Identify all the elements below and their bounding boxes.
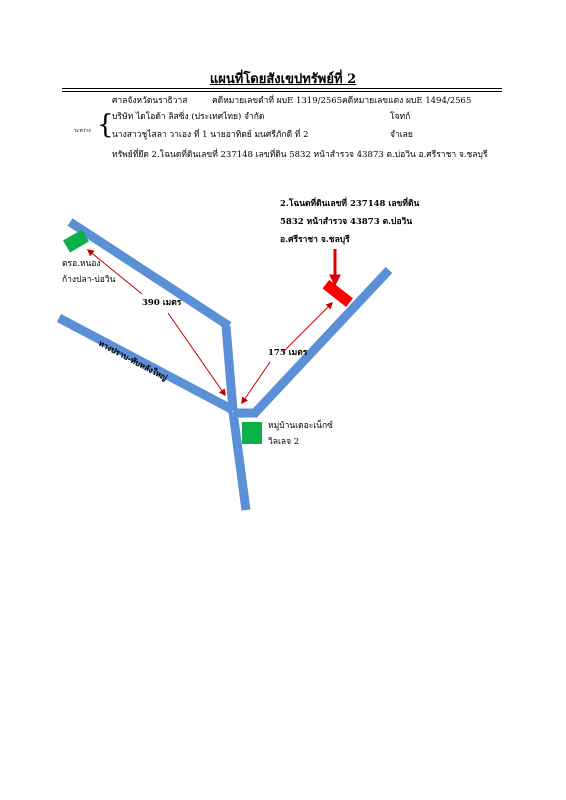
black-case-number: คดีหมายเลขดำที่ ผบE 1319/2565: [212, 96, 343, 106]
distance-1-arrow-segment-a: [86, 249, 143, 295]
seized-property: ทรัพย์ที่ยึด 2.โฉนดที่ดินเลขที่ 237148 เ…: [112, 150, 488, 160]
landmark-1-label-line-1: ตรอ.หนอง: [62, 259, 101, 269]
plaintiff-name: บริษัท ไดโอด้า ลิสซิ่ง (ประเทศไทย) จำกัด: [112, 112, 265, 122]
court-name: ศาลจังหวัดนราธิวาส: [112, 96, 188, 106]
road-northwest: [67, 218, 232, 330]
roads: [56, 218, 393, 511]
party-brace: {: [97, 110, 114, 140]
target-label-line-1: 2.โฉนดที่ดินเลขที่ 237148 เลขที่ดิน: [280, 199, 420, 209]
landmark-2-label-line-1: หมู่บ้านเดอะเน็กซ์: [268, 421, 333, 431]
landmark-2-marker: [242, 422, 262, 444]
defendant-names: นางสาวชูไสลา วาเอง ที่ 1 นายอาทิตย์ มนศร…: [112, 130, 309, 140]
target-plot-marker: [322, 279, 353, 307]
page-title: แผนที่โดยสังเขปทรัพย์ที่ 2: [209, 72, 357, 87]
distance-1-label: 390 เมตร: [142, 298, 182, 308]
title-rule-bottom: [62, 91, 502, 92]
defendant-role: จำเลย: [390, 130, 413, 140]
distance-2-arrow-segment-b: [241, 361, 271, 405]
target-label-line-3: อ.ศรีราชา จ.ชลบุรี: [280, 235, 350, 245]
road-northeast: [249, 266, 393, 419]
title-rule-top: [62, 88, 502, 89]
road-name-label: ทางปราบ-ทับหลังใหญ่: [97, 338, 170, 384]
road-west: [56, 314, 236, 414]
red-case-number: คดีหมายเลขแดง ผบE 1494/2565: [342, 96, 472, 106]
plaintiff-role: โจทก์: [390, 112, 411, 122]
landmark-1-marker: [62, 229, 90, 253]
distance-2-label: 175 เมตร: [268, 348, 308, 358]
target-label-line-2: 5832 หน้าสำรวจ 43873 ต.บ่อวิน: [280, 217, 413, 227]
distance-2-arrow-segment-a: [282, 302, 333, 353]
road-south: [228, 411, 251, 511]
landmark-1-label-line-2: ก้างปลา-บ่อวิน: [62, 275, 116, 285]
distance-1-arrow-segment-b: [167, 312, 226, 397]
road-north-branch: [221, 325, 238, 411]
between-label: ระหว่าง: [74, 128, 91, 134]
landmark-2-label-line-2: วิลเลจ 2: [268, 437, 300, 447]
